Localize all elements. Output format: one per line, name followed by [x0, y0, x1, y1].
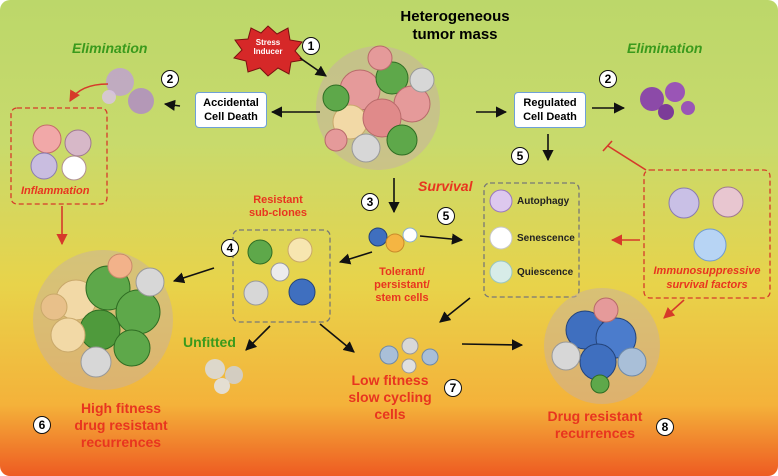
- inflammation-box: [10, 107, 108, 205]
- unfitted-cells: [205, 359, 243, 394]
- high-fitness-line1: High fitness: [80, 400, 162, 416]
- accidental-line2: Cell Death: [204, 111, 258, 123]
- resistant-line1: Resistant: [253, 194, 303, 206]
- high-fitness-line2: drug resistant: [74, 417, 168, 433]
- immunosuppressive-box: [643, 169, 771, 299]
- accidental-death-debris: [102, 68, 154, 114]
- regulated-death-debris: [640, 82, 695, 120]
- accidental-line1: Accidental: [203, 97, 259, 109]
- step-number-2-right: 2: [599, 70, 617, 88]
- resistant-line2: sub-clones: [248, 207, 308, 219]
- title-line1: Heterogeneous: [400, 8, 510, 25]
- high-fitness-tumor: [33, 250, 173, 390]
- drug-resistant-line1: Drug resistant: [547, 408, 643, 424]
- step-number-6: 6: [33, 416, 51, 434]
- step-number-3: 3: [361, 193, 379, 211]
- low-fitness-cells: [379, 337, 439, 374]
- accidental-cell-death-box: Accidental Cell Death: [195, 92, 267, 128]
- tolerant-line2: persistant/: [374, 279, 430, 291]
- inflammation-label: Inflammation: [21, 185, 90, 197]
- red-arrows: [56, 83, 685, 319]
- regulated-line1: Regulated: [523, 97, 577, 109]
- stress-inducer-label: Stress Inducer: [246, 38, 290, 56]
- step-number-1: 1: [302, 37, 320, 55]
- elimination-right-label: Elimination: [627, 40, 703, 56]
- high-fitness-line3: recurrences: [80, 434, 162, 450]
- immuno-line1: Immunosuppressive: [653, 265, 761, 277]
- drug-resistant-label: Drug resistant recurrences: [535, 408, 655, 442]
- immuno-line2: survival factors: [666, 279, 748, 291]
- tumor-mass-cluster: [316, 45, 440, 170]
- stress-line2: Inducer: [253, 47, 283, 56]
- step-number-5-left: 5: [437, 207, 455, 225]
- regulated-line2: Cell Death: [523, 111, 577, 123]
- flow-arrows: [163, 57, 626, 353]
- mechanism-quiescence: Quiescence: [517, 267, 574, 278]
- immune-cells-inflammation: [30, 124, 92, 181]
- low-fitness-label: Low fitness slow cycling cells: [335, 372, 445, 423]
- tolerant-cells: [368, 227, 418, 253]
- stress-line1: Stress: [255, 38, 281, 47]
- step-number-7: 7: [444, 379, 462, 397]
- step-number-8: 8: [656, 418, 674, 436]
- high-fitness-label: High fitness drug resistant recurrences: [56, 400, 186, 451]
- immunosuppressive-label: Immunosuppressive survival factors: [646, 264, 768, 292]
- immunosuppressive-cells: [668, 186, 744, 262]
- senescence-cell-icon: [489, 226, 513, 250]
- survival-label: Survival: [418, 178, 473, 194]
- elimination-left-label: Elimination: [72, 40, 148, 56]
- tolerant-line3: stem cells: [375, 292, 429, 304]
- step-number-5-top: 5: [511, 147, 529, 165]
- title: Heterogeneous tumor mass: [370, 8, 540, 44]
- autophagy-cell-icon: [489, 189, 513, 213]
- low-fitness-line2: slow cycling: [348, 389, 432, 405]
- resistant-subclones-label: Resistant sub-clones: [238, 194, 318, 220]
- tolerant-line1: Tolerant/: [379, 266, 425, 278]
- step-number-2-left: 2: [161, 70, 179, 88]
- quiescence-cell-icon: [489, 260, 513, 284]
- low-fitness-line1: Low fitness: [351, 372, 429, 388]
- drug-resistant-tumor: [544, 288, 660, 404]
- survival-mechanisms-box: [483, 182, 580, 298]
- subclone-cells: [243, 237, 316, 306]
- low-fitness-line3: cells: [374, 406, 406, 422]
- stress-inducer-star: [233, 25, 304, 77]
- step-number-4: 4: [221, 239, 239, 257]
- mechanism-autophagy: Autophagy: [517, 196, 570, 207]
- mechanism-senescence: Senescence: [517, 233, 575, 244]
- drug-resistant-line2: recurrences: [554, 425, 636, 441]
- unfitted-label: Unfitted: [183, 334, 236, 350]
- tolerant-cells-label: Tolerant/ persistant/ stem cells: [362, 266, 442, 305]
- title-line2: tumor mass: [412, 26, 498, 43]
- regulated-cell-death-box: Regulated Cell Death: [514, 92, 586, 128]
- resistant-subclones-box: [232, 229, 331, 323]
